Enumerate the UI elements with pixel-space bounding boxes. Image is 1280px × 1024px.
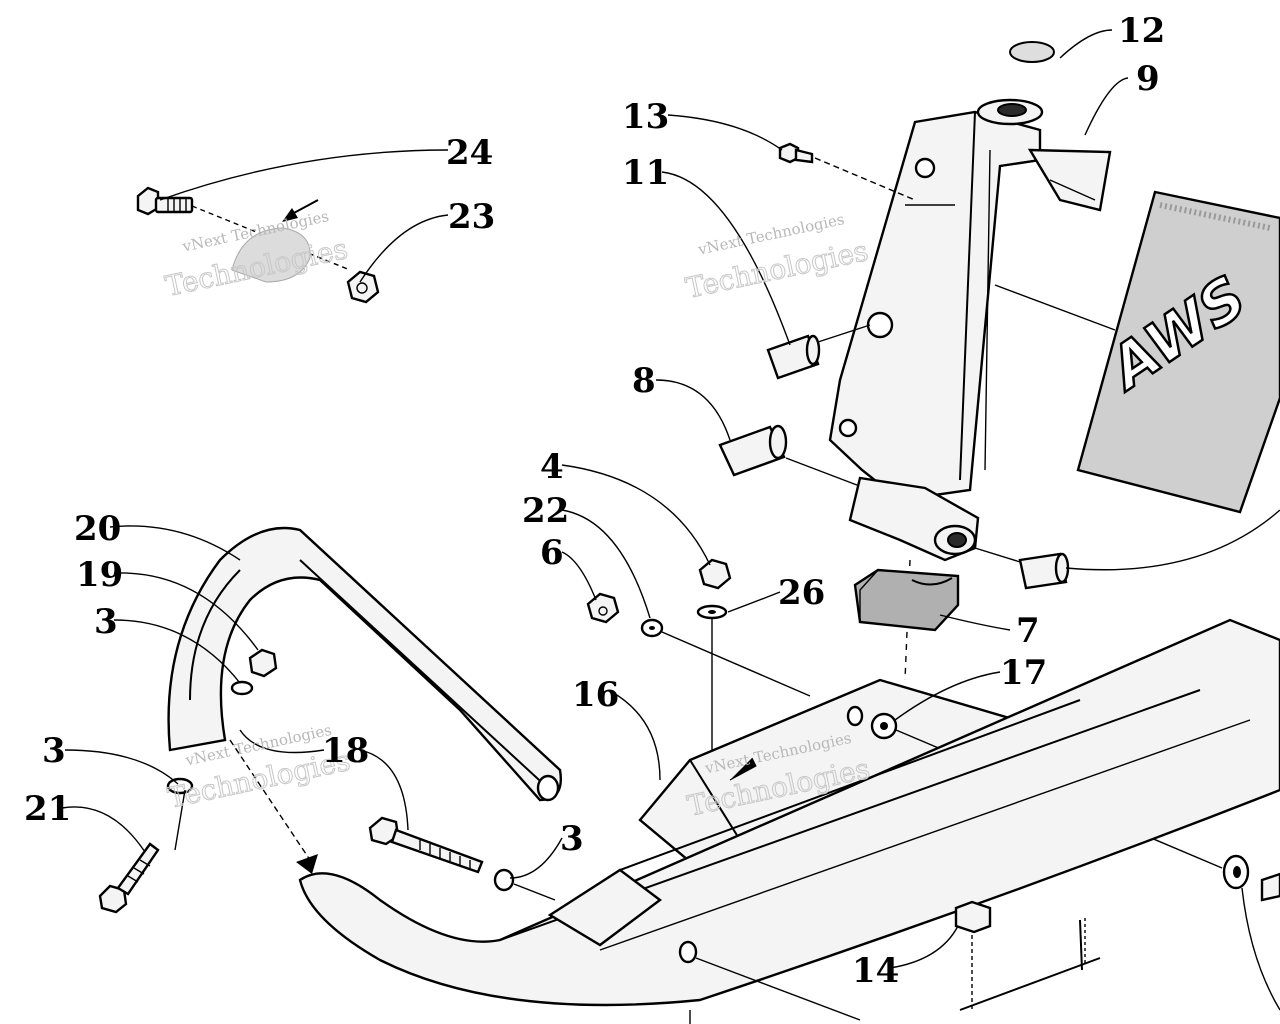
washer-22 — [640, 618, 811, 697]
nut-19 — [248, 648, 278, 678]
callout-11: 11 — [622, 153, 669, 193]
leader-lines — [61, 29, 1280, 1011]
callout-12: 12 — [1118, 11, 1165, 51]
callout-3-middle: 3 — [560, 819, 584, 859]
callout-17: 17 — [1000, 653, 1047, 693]
nut-23 — [346, 270, 380, 304]
bolt-18 — [368, 816, 484, 874]
bushing-right — [1018, 509, 1280, 590]
callout-23: 23 — [448, 197, 495, 237]
nut-6 — [586, 592, 620, 624]
callout-18: 18 — [322, 731, 369, 771]
block-7 — [853, 568, 960, 632]
spindle-clamp — [848, 476, 1031, 681]
callout-16: 16 — [572, 675, 619, 715]
washer-3-middle — [493, 868, 556, 901]
callout-14: 14 — [852, 951, 899, 991]
cap-12 — [1009, 41, 1055, 63]
callout-3-upper: 3 — [94, 602, 118, 642]
callout-19: 19 — [76, 555, 123, 595]
wear-bar — [959, 918, 1101, 1011]
callout-20: 20 — [74, 509, 121, 549]
washer-far-right — [1222, 854, 1280, 902]
washer-26 — [696, 604, 728, 850]
callout-labels: 12 9 13 11 24 23 8 4 22 6 26 7 17 16 20 … — [24, 11, 1165, 991]
washer-3-upper — [230, 680, 254, 696]
callout-24: 24 — [446, 133, 493, 173]
callout-9: 9 — [1136, 59, 1160, 99]
callout-3-lower: 3 — [42, 731, 66, 771]
bushing-11 — [766, 324, 871, 380]
callout-8: 8 — [632, 361, 656, 401]
bushing-8 — [718, 424, 871, 491]
spindle-housing-9 — [828, 98, 1112, 502]
bolt-21 — [98, 842, 160, 914]
bolt-24 — [136, 186, 351, 271]
spacer-14 — [954, 900, 992, 1010]
callout-4: 4 — [540, 447, 564, 487]
fitting-13 — [778, 142, 916, 201]
bracket-ghost — [231, 199, 319, 283]
aws-decal: AWS — [994, 190, 1280, 514]
nut-4 — [698, 558, 732, 590]
callout-6: 6 — [540, 533, 564, 573]
callout-22: 22 — [522, 491, 569, 531]
callout-13: 13 — [622, 97, 669, 137]
washer-3-lower — [166, 777, 194, 851]
callout-21: 21 — [24, 789, 71, 829]
callout-7: 7 — [1016, 611, 1040, 651]
ski-loop-20 — [167, 526, 562, 874]
callout-26: 26 — [778, 573, 825, 613]
ski — [298, 618, 1280, 1024]
